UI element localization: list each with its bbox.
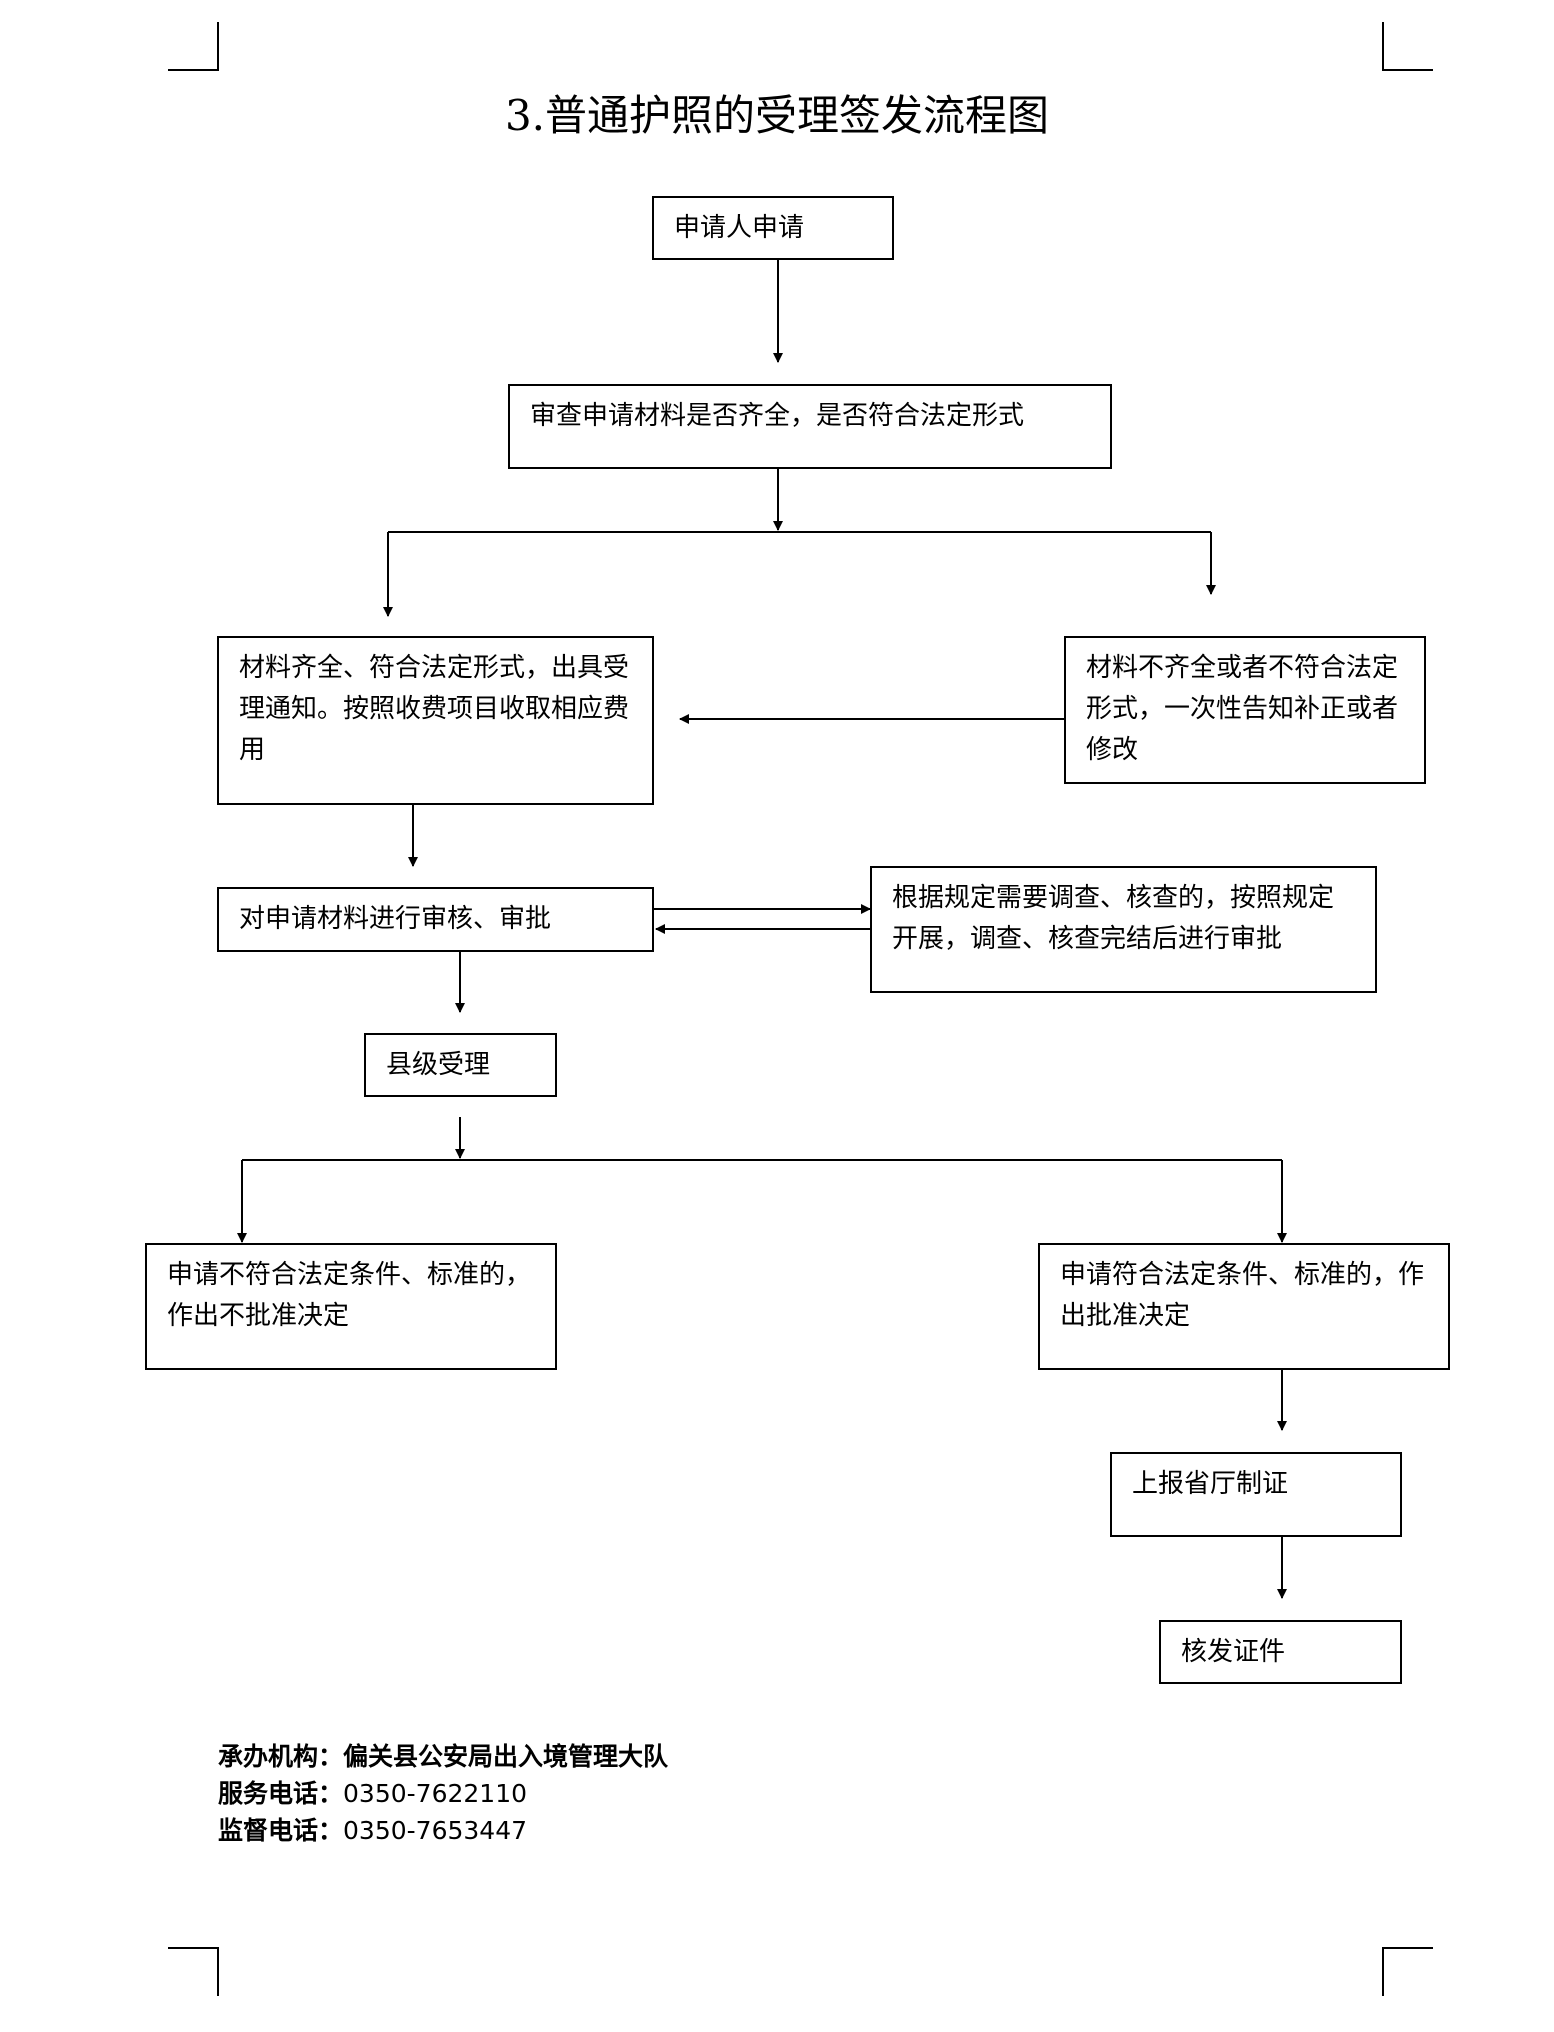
node-not-approved-label: 申请不符合法定条件、标准的，作出不批准决定 xyxy=(167,1260,532,1331)
corner-mark-br xyxy=(1382,1947,1433,1996)
node-issue: 核发证件 xyxy=(1159,1620,1402,1684)
node-issue-label: 核发证件 xyxy=(1181,1637,1286,1667)
service-phone-row: 服务电话：0350-7622110 xyxy=(218,1775,668,1812)
service-phone-label: 服务电话： xyxy=(218,1779,344,1808)
node-apply-label: 申请人申请 xyxy=(674,213,805,243)
node-materials-incomplete: 材料不齐全或者不符合法定形式，一次性告知补正或者修改 xyxy=(1064,636,1426,784)
corner-mark-tl xyxy=(168,22,219,71)
node-audit: 对申请材料进行审核、审批 xyxy=(217,887,654,952)
node-approved-label: 申请符合法定条件、标准的，作出批准决定 xyxy=(1060,1260,1425,1331)
node-not-approved: 申请不符合法定条件、标准的，作出不批准决定 xyxy=(145,1243,557,1370)
supervise-phone-label: 监督电话： xyxy=(218,1816,344,1845)
node-approved: 申请符合法定条件、标准的，作出批准决定 xyxy=(1038,1243,1450,1370)
contact-info: 承办机构：偏关县公安局出入境管理大队 服务电话：0350-7622110 监督电… xyxy=(218,1738,668,1849)
supervise-phone-value: 0350-7653447 xyxy=(343,1816,527,1845)
node-audit-label: 对申请材料进行审核、审批 xyxy=(239,904,552,934)
node-review-materials-label: 审查申请材料是否齐全，是否符合法定形式 xyxy=(530,401,1025,431)
node-county-accept: 县级受理 xyxy=(364,1033,557,1097)
corner-mark-bl xyxy=(168,1947,219,1996)
node-review-materials: 审查申请材料是否齐全，是否符合法定形式 xyxy=(508,384,1112,469)
node-investigate-label: 根据规定需要调查、核查的，按照规定开展，调查、核查完结后进行审批 xyxy=(892,883,1335,954)
service-phone-value: 0350-7622110 xyxy=(343,1779,527,1808)
node-apply: 申请人申请 xyxy=(652,196,894,260)
agency-value: 偏关县公安局出入境管理大队 xyxy=(343,1742,669,1771)
corner-mark-tr xyxy=(1382,22,1433,71)
node-report-province: 上报省厅制证 xyxy=(1110,1452,1402,1537)
agency-label: 承办机构： xyxy=(218,1742,344,1771)
node-materials-ok: 材料齐全、符合法定形式，出具受理通知。按照收费项目收取相应费用 xyxy=(217,636,654,805)
node-investigate: 根据规定需要调查、核查的，按照规定开展，调查、核查完结后进行审批 xyxy=(870,866,1377,993)
node-county-accept-label: 县级受理 xyxy=(386,1050,491,1080)
node-report-province-label: 上报省厅制证 xyxy=(1132,1469,1289,1499)
supervise-phone-row: 监督电话：0350-7653447 xyxy=(218,1812,668,1849)
page-title: 3.普通护照的受理签发流程图 xyxy=(504,91,1050,140)
agency-row: 承办机构：偏关县公安局出入境管理大队 xyxy=(218,1738,668,1775)
node-materials-ok-label: 材料齐全、符合法定形式，出具受理通知。按照收费项目收取相应费用 xyxy=(239,653,630,765)
node-materials-incomplete-label: 材料不齐全或者不符合法定形式，一次性告知补正或者修改 xyxy=(1086,653,1399,765)
